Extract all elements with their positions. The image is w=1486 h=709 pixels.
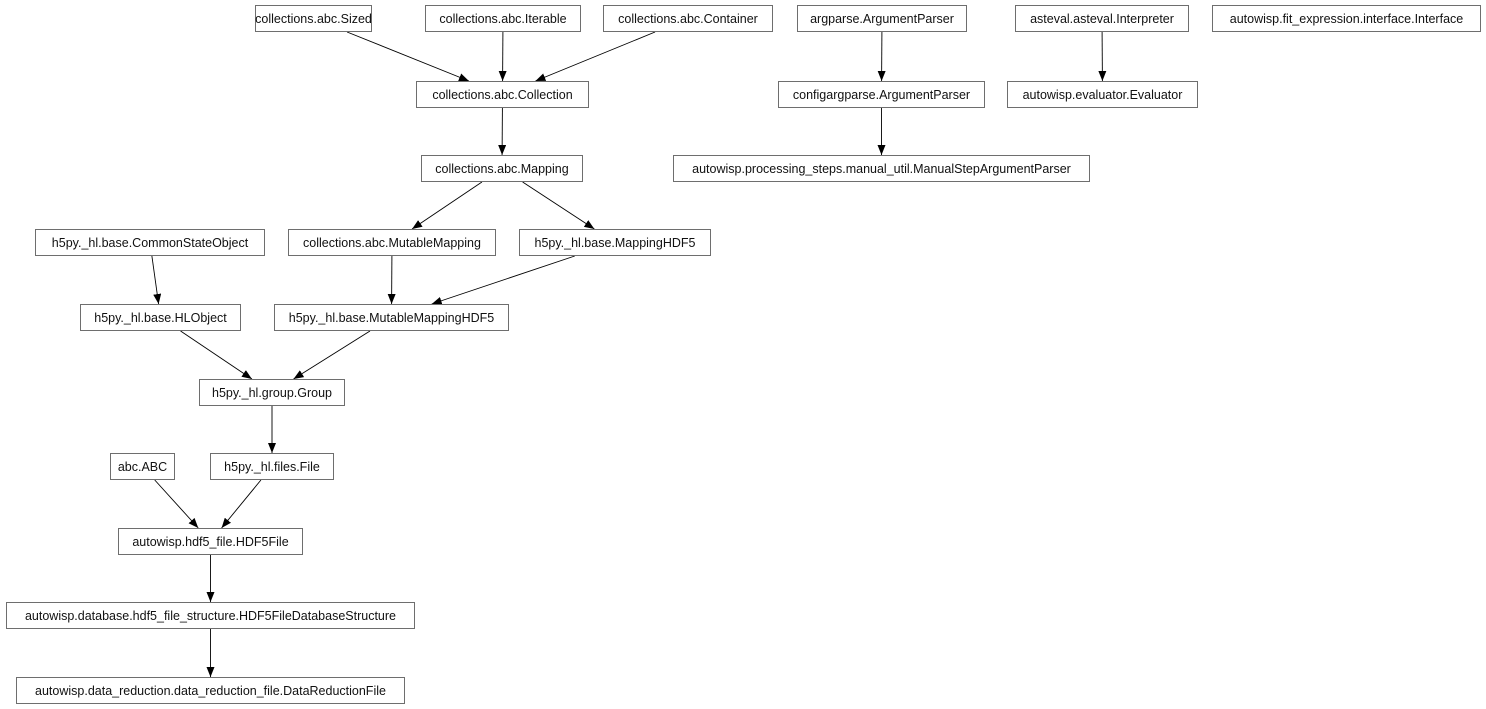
class-node-hlobject[interactable]: h5py._hl.base.HLObject	[80, 304, 241, 331]
edge-mappinghdf5-to-mutablemappinghdf5	[431, 255, 575, 305]
class-node-abc[interactable]: abc.ABC	[110, 453, 175, 480]
class-node-sized[interactable]: collections.abc.Sized	[255, 5, 372, 32]
class-node-container[interactable]: collections.abc.Container	[603, 5, 773, 32]
class-node-mapping[interactable]: collections.abc.Mapping	[421, 155, 583, 182]
class-node-db-structure[interactable]: autowisp.database.hdf5_file_structure.HD…	[6, 602, 415, 629]
edge-mapping-to-mutablemapping	[411, 181, 483, 230]
edge-mutablemappinghdf5-to-group	[293, 330, 371, 380]
class-node-mutable-mapping[interactable]: collections.abc.MutableMapping	[288, 229, 496, 256]
class-node-mutable-mapping-hdf5[interactable]: h5py._hl.base.MutableMappingHDF5	[274, 304, 509, 331]
class-node-common-state-object[interactable]: h5py._hl.base.CommonStateObject	[35, 229, 265, 256]
class-node-configargparse[interactable]: configargparse.ArgumentParser	[778, 81, 985, 108]
edge-sized-to-collection	[346, 31, 470, 82]
class-node-manual-step-parser[interactable]: autowisp.processing_steps.manual_util.Ma…	[673, 155, 1090, 182]
edge-container-to-collection	[535, 31, 656, 82]
class-node-file[interactable]: h5py._hl.files.File	[210, 453, 334, 480]
class-node-evaluator[interactable]: autowisp.evaluator.Evaluator	[1007, 81, 1198, 108]
class-node-argparse[interactable]: argparse.ArgumentParser	[797, 5, 967, 32]
class-node-fit-interface[interactable]: autowisp.fit_expression.interface.Interf…	[1212, 5, 1481, 32]
class-node-iterable[interactable]: collections.abc.Iterable	[425, 5, 581, 32]
class-node-collection[interactable]: collections.abc.Collection	[416, 81, 589, 108]
edge-commonstate-to-hlobject	[151, 255, 162, 305]
edge-abc-to-hdf5file	[154, 479, 199, 529]
class-node-data-reduction-file[interactable]: autowisp.data_reduction.data_reduction_f…	[16, 677, 405, 704]
edge-hlobject-to-group	[180, 330, 253, 380]
class-node-asteval[interactable]: asteval.asteval.Interpreter	[1015, 5, 1189, 32]
class-node-hdf5file[interactable]: autowisp.hdf5_file.HDF5File	[118, 528, 303, 555]
edge-file-to-hdf5file	[221, 479, 262, 529]
edge-mapping-to-mappinghdf5	[522, 181, 595, 230]
class-node-group[interactable]: h5py._hl.group.Group	[199, 379, 345, 406]
class-node-mapping-hdf5[interactable]: h5py._hl.base.MappingHDF5	[519, 229, 711, 256]
